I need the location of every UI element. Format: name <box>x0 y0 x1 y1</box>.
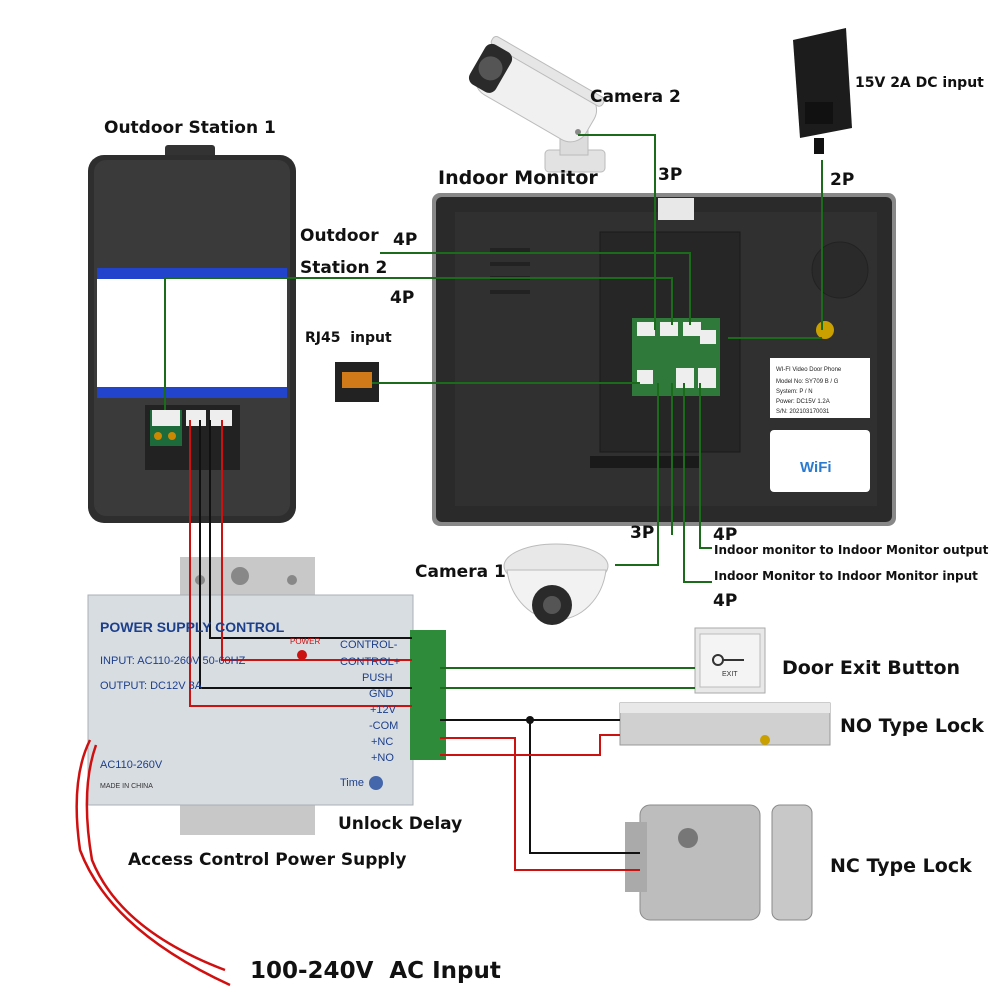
pin-im-output-4p: 4P <box>713 525 738 545</box>
power-supply-unit <box>87 557 446 835</box>
dc-input-label: 15V 2A DC input <box>855 75 984 91</box>
sticker-line-1: WI-FI Video Door Phone <box>776 367 842 373</box>
speaker-grille <box>811 241 869 299</box>
outdoor-station-2-label-line1: Outdoor <box>300 226 379 246</box>
ac-input-label: 100-240V AC Input <box>250 958 501 984</box>
access-control-power-supply-label: Access Control Power Supply <box>128 850 407 870</box>
camera-2 <box>468 35 606 173</box>
sticker-line-4: Power: DC15V 1.2A <box>776 399 830 405</box>
svg-text:EXIT: EXIT <box>722 671 738 678</box>
outdoor-station-2-label-line2: Station 2 <box>300 258 388 278</box>
psu-made-in: MADE IN CHINA <box>100 783 153 790</box>
im-input-label: Indoor Monitor to Indoor Monitor input <box>714 569 978 583</box>
indoor-monitor-label: Indoor Monitor <box>438 167 598 189</box>
door-exit-button-label: Door Exit Button <box>782 657 961 679</box>
pin-camera2-3p: 3P <box>658 165 683 185</box>
psu-terminal-no: +NO <box>371 752 394 764</box>
sticker-line-3: System: P / N <box>776 389 813 395</box>
psu-terminal-com: -COM <box>369 720 398 732</box>
psu-title: POWER SUPPLY CONTROL <box>100 619 285 635</box>
rj45-input-label: RJ45 input <box>305 330 392 346</box>
unlock-delay-label: Unlock Delay <box>338 814 463 834</box>
pin-dc-2p: 2P <box>830 170 855 190</box>
indoor-monitor <box>432 193 896 526</box>
psu-terminal-control-plus: CONTROL+ <box>340 656 400 668</box>
rj45-jack <box>335 362 379 402</box>
camera-1 <box>503 543 609 625</box>
psu-input-spec: INPUT: AC110-260V 50-60HZ <box>100 655 246 667</box>
dc-adapter <box>793 28 852 154</box>
wifi-logo: WiFi <box>800 459 832 476</box>
outdoor-station-1-label: Outdoor Station 1 <box>104 118 276 138</box>
psu-terminal-control-minus: CONTROL- <box>340 639 398 651</box>
psu-terminal-nc: +NC <box>371 736 393 748</box>
green-wires <box>164 134 823 689</box>
sticker-line-2: Model No: SY709 B / G <box>776 379 839 385</box>
no-type-lock <box>619 702 831 746</box>
pin-camera1-3p: 3P <box>630 523 655 543</box>
psu-ac-label: AC110-260V <box>100 759 163 771</box>
pin-outdoor2-4p-top: 4P <box>393 230 418 250</box>
psu-time-label: Time <box>340 777 364 789</box>
psu-terminal-12v: +12V <box>370 704 397 716</box>
door-exit-button: EXIT <box>694 627 766 694</box>
pin-outdoor2-4p-bottom: 4P <box>390 288 415 308</box>
outdoor-station-1 <box>88 145 296 523</box>
nc-type-lock-label: NC Type Lock <box>830 855 972 877</box>
psu-terminal-push: PUSH <box>362 672 393 684</box>
ac-input-wires <box>75 739 231 987</box>
psu-output-spec: OUTPUT: DC12V 3A <box>100 680 203 692</box>
sticker-line-5: S/N: 202103170031 <box>776 409 830 415</box>
control-wires <box>189 420 640 871</box>
pin-im-input-4p: 4P <box>713 591 738 611</box>
camera-2-label: Camera 2 <box>590 87 681 107</box>
nc-type-lock <box>625 804 813 921</box>
camera-1-label: Camera 1 <box>415 562 506 582</box>
psu-power-label: POWER <box>290 637 320 646</box>
im-output-label: Indoor monitor to Indoor Monitor output <box>714 543 989 557</box>
psu-terminal-gnd: GND <box>369 688 394 700</box>
no-type-lock-label: NO Type Lock <box>840 715 984 737</box>
